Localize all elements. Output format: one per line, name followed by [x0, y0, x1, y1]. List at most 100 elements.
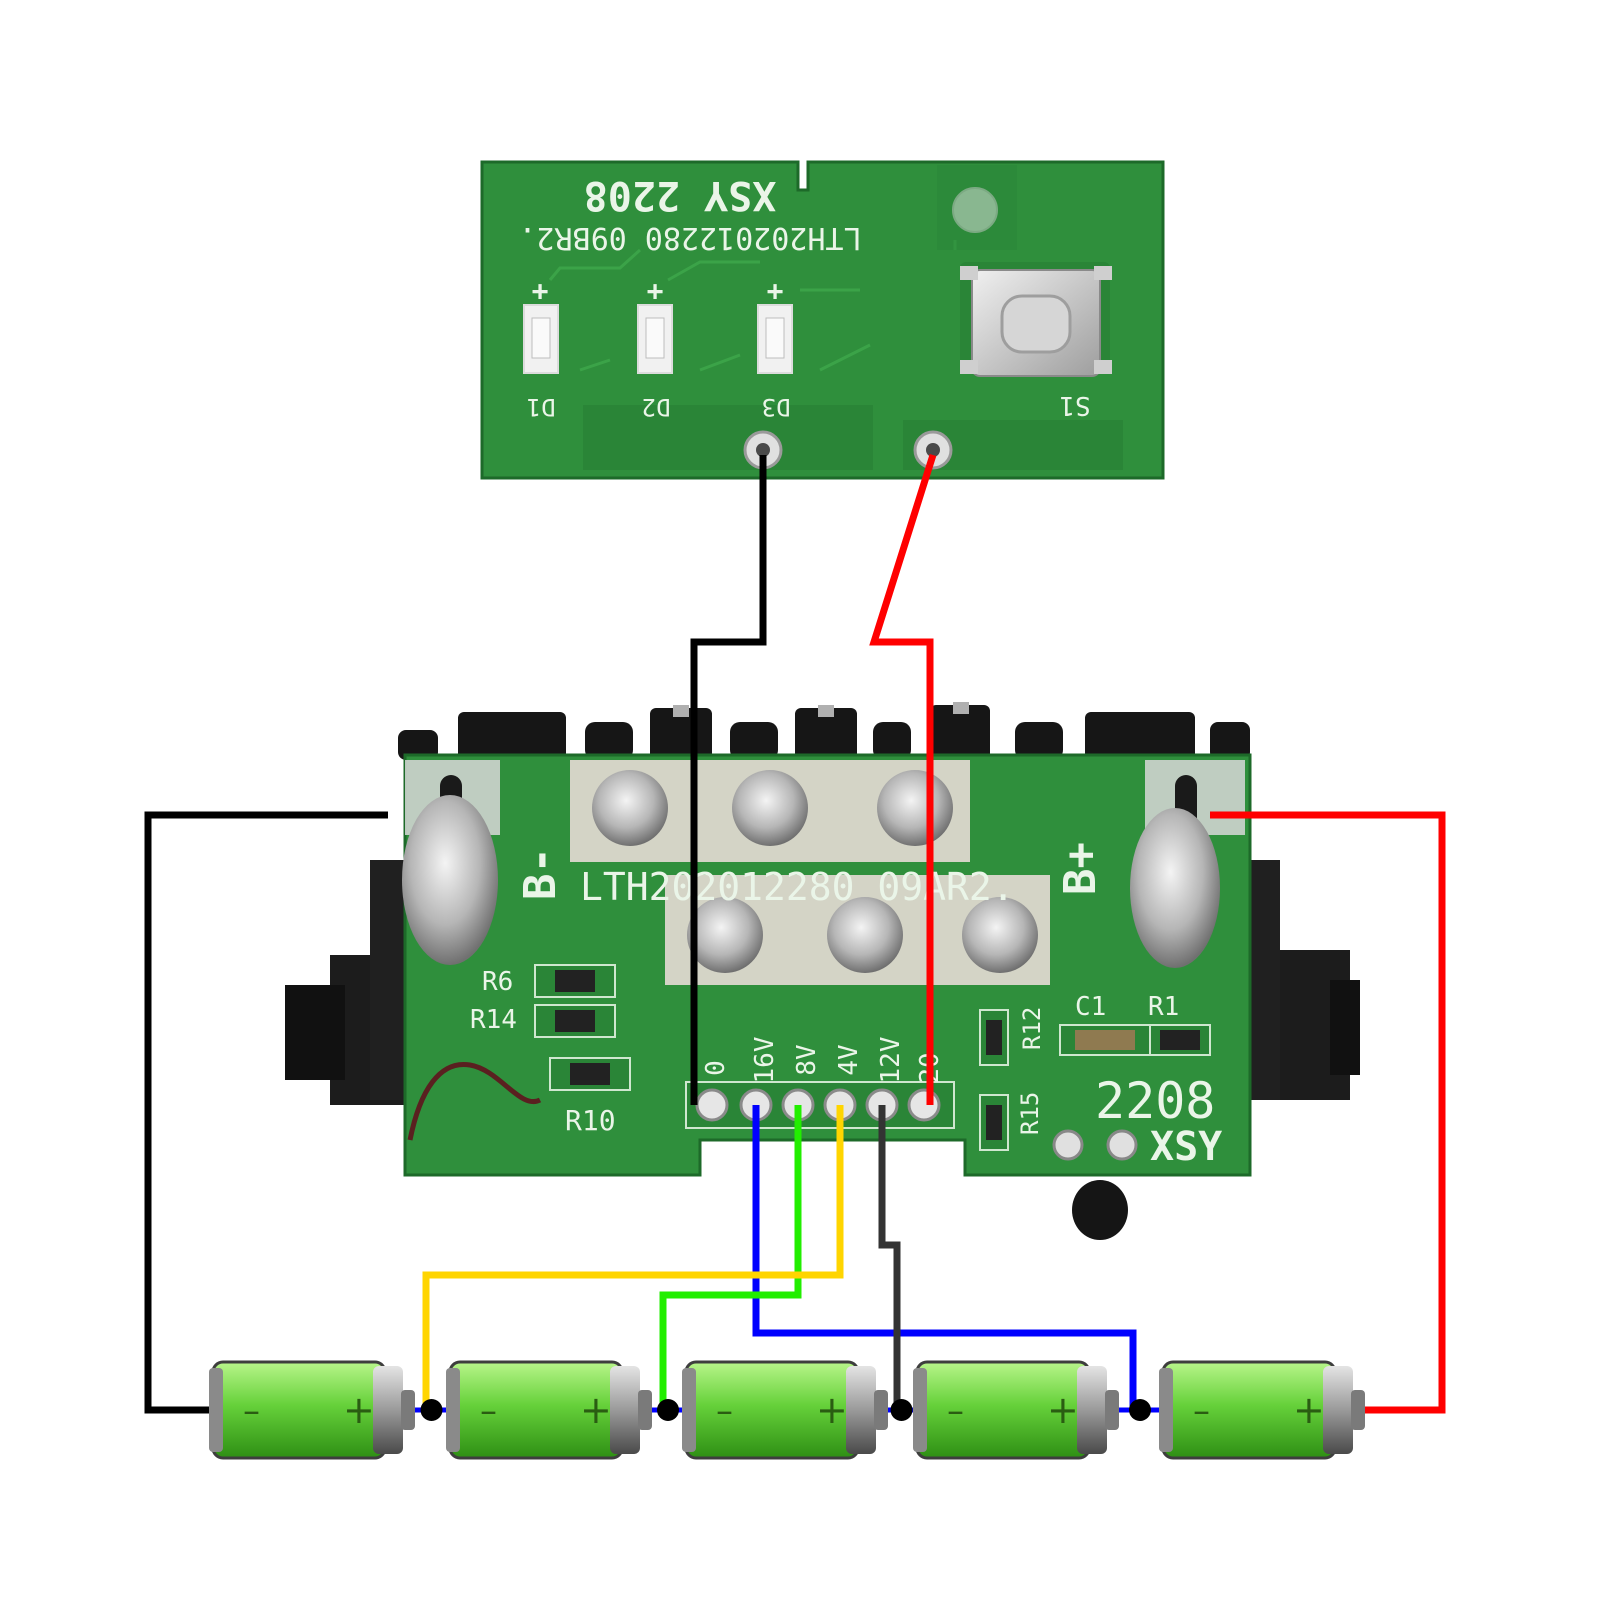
wire-b-plus [1210, 811, 1446, 1414]
thermistor-icon [1072, 1180, 1128, 1240]
battery-cap-icon [610, 1366, 640, 1454]
wires [144, 453, 1446, 1414]
led-d3-label: D3 [762, 393, 791, 421]
b-plus-label: B+ [1055, 842, 1106, 895]
wire-tap-16v [752, 1105, 1137, 1412]
cap-c1-label: C1 [1075, 992, 1106, 1022]
cell-minus-label: – [716, 1391, 733, 1431]
tap-label-0: 0 [701, 1060, 731, 1076]
resistor-r10-label: R10 [565, 1104, 616, 1137]
resistor-r12-label: R12 [1018, 1007, 1046, 1050]
led-board: XSY 2208 LTH202012280 09BR2. + D1 + D2 +… [480, 160, 1165, 480]
tactile-switch-s1: S1 [960, 262, 1112, 420]
cell-plus-label: + [1047, 1388, 1079, 1432]
tap-label-8v: 8V [792, 1044, 822, 1075]
solder-pad [732, 770, 808, 846]
tap-label-12v: 12V [876, 1037, 906, 1084]
wire-tap-8v [659, 1105, 802, 1412]
solder-pad [827, 897, 903, 973]
solder-pad [687, 897, 763, 973]
battery-pack: –+–+–+–+–+ [209, 1360, 1365, 1460]
wire-led-positive [869, 453, 937, 1105]
battery-cell-5: –+ [1159, 1360, 1365, 1460]
resistor-r6-label: R6 [482, 967, 513, 997]
cell-minus-label: – [1193, 1391, 1210, 1431]
wire-tap-4v [422, 1105, 844, 1412]
solder-pad [962, 897, 1038, 973]
led-d1-label: D1 [527, 393, 556, 421]
cap-c1 [1075, 1030, 1135, 1050]
thermistor-pad [1052, 1129, 1084, 1161]
led-d2-polarity: + [647, 274, 664, 307]
resistor-r6 [555, 970, 595, 992]
battery-cap-icon [1323, 1366, 1353, 1454]
resistor-r14-label: R14 [470, 1005, 517, 1035]
led-d1-polarity: + [532, 274, 549, 307]
resistor-r15-label: R15 [1016, 1092, 1044, 1135]
led-d2-body [637, 304, 673, 374]
battery-cell-3: –+ [682, 1360, 888, 1460]
resistor-r12 [986, 1020, 1002, 1055]
led-board-ground-pour [583, 405, 873, 470]
junction-dot-icon [657, 1399, 679, 1421]
resistor-r1 [1160, 1030, 1200, 1050]
junction-dot-icon [890, 1399, 913, 1421]
b-minus-label: B- [515, 847, 566, 900]
battery-terminal-icon [401, 1390, 415, 1430]
switch-label: S1 [1059, 390, 1090, 420]
switch-button-icon [1000, 294, 1072, 354]
bms-part-number: LTH202012280 09AR2. [580, 865, 1015, 909]
solder-pad [877, 770, 953, 846]
battery-terminal-icon [638, 1390, 652, 1430]
cell-plus-label: + [816, 1388, 848, 1432]
junction-dot-icon [420, 1399, 443, 1421]
b-plus-pad [1130, 808, 1220, 968]
resistor-r14 [555, 1010, 595, 1032]
wire-led-negative [690, 455, 767, 1105]
wire-b-minus [144, 811, 388, 1414]
wire-tap-12v [878, 1105, 901, 1412]
terminal-pins [673, 702, 969, 717]
led-d3-polarity: + [767, 274, 784, 307]
bms-maker-label: XSY [1150, 1124, 1222, 1170]
cell-minus-label: – [480, 1391, 497, 1431]
battery-cell-1: –+ [209, 1360, 415, 1460]
led-d1: + D1 [523, 274, 559, 421]
battery-cap-icon [846, 1366, 876, 1454]
battery-terminal-icon [1105, 1390, 1119, 1430]
cell-minus-label: – [243, 1391, 260, 1431]
solder-pad [592, 770, 668, 846]
led-board-code-line2: LTH202012280 09BR2. [518, 220, 861, 255]
battery-base-icon [913, 1368, 927, 1452]
cell-plus-label: + [580, 1388, 612, 1432]
balance-tap-holes [695, 1088, 941, 1122]
tap-label-16v: 16V [750, 1037, 780, 1084]
battery-cap-icon [373, 1366, 403, 1454]
battery-cell-2: –+ [446, 1360, 652, 1460]
resistor-r15 [986, 1105, 1002, 1140]
cell-minus-label: – [947, 1391, 964, 1431]
battery-cap-icon [1077, 1366, 1107, 1454]
led-d2-label: D2 [642, 393, 671, 421]
led-board-code-line1: XSY 2208 [584, 172, 777, 218]
tap-label-4v: 4V [834, 1044, 864, 1075]
battery-terminal-icon [874, 1390, 888, 1430]
trace-mark [407, 1061, 542, 1141]
battery-terminal-icon [1351, 1390, 1365, 1430]
resistor-r1-label: R1 [1148, 992, 1179, 1022]
cell-plus-label: + [1293, 1388, 1325, 1432]
bms-board: LTH202012280 09AR2. B- B+ R6 R14 R10 C1 … [285, 702, 1360, 1240]
battery-base-icon [682, 1368, 696, 1452]
thermistor-pad [1106, 1129, 1138, 1161]
resistor-r10 [570, 1063, 610, 1085]
led-d3: + D3 [757, 274, 793, 421]
battery-cell-4: –+ [913, 1360, 1119, 1460]
battery-base-icon [1159, 1368, 1173, 1452]
battery-base-icon [446, 1368, 460, 1452]
junction-dot-icon [1129, 1399, 1151, 1421]
led-d2: + D2 [637, 274, 673, 421]
battery-base-icon [209, 1368, 223, 1452]
led-board-traces [548, 240, 957, 372]
bms-date-code: 2208 [1095, 1072, 1215, 1130]
